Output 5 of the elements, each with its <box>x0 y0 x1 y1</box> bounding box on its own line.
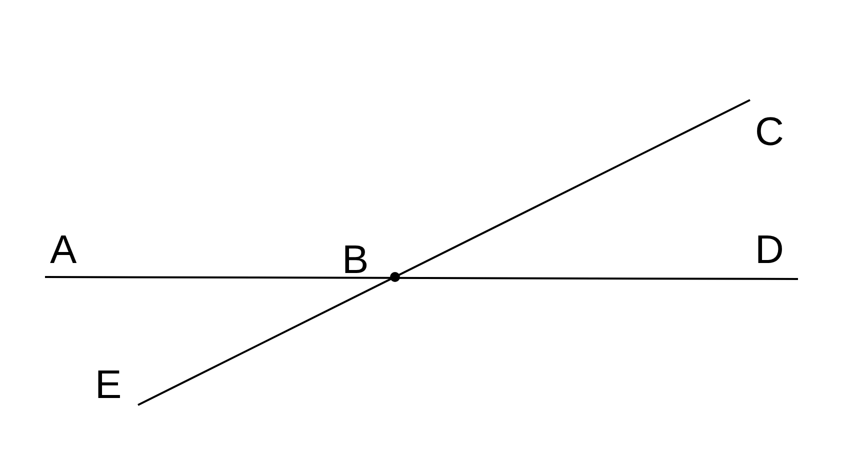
point-label: B <box>342 240 369 280</box>
point-label: D <box>755 230 784 270</box>
point-label: E <box>95 365 122 405</box>
point-label: C <box>755 112 784 152</box>
point-label: A <box>50 230 77 270</box>
